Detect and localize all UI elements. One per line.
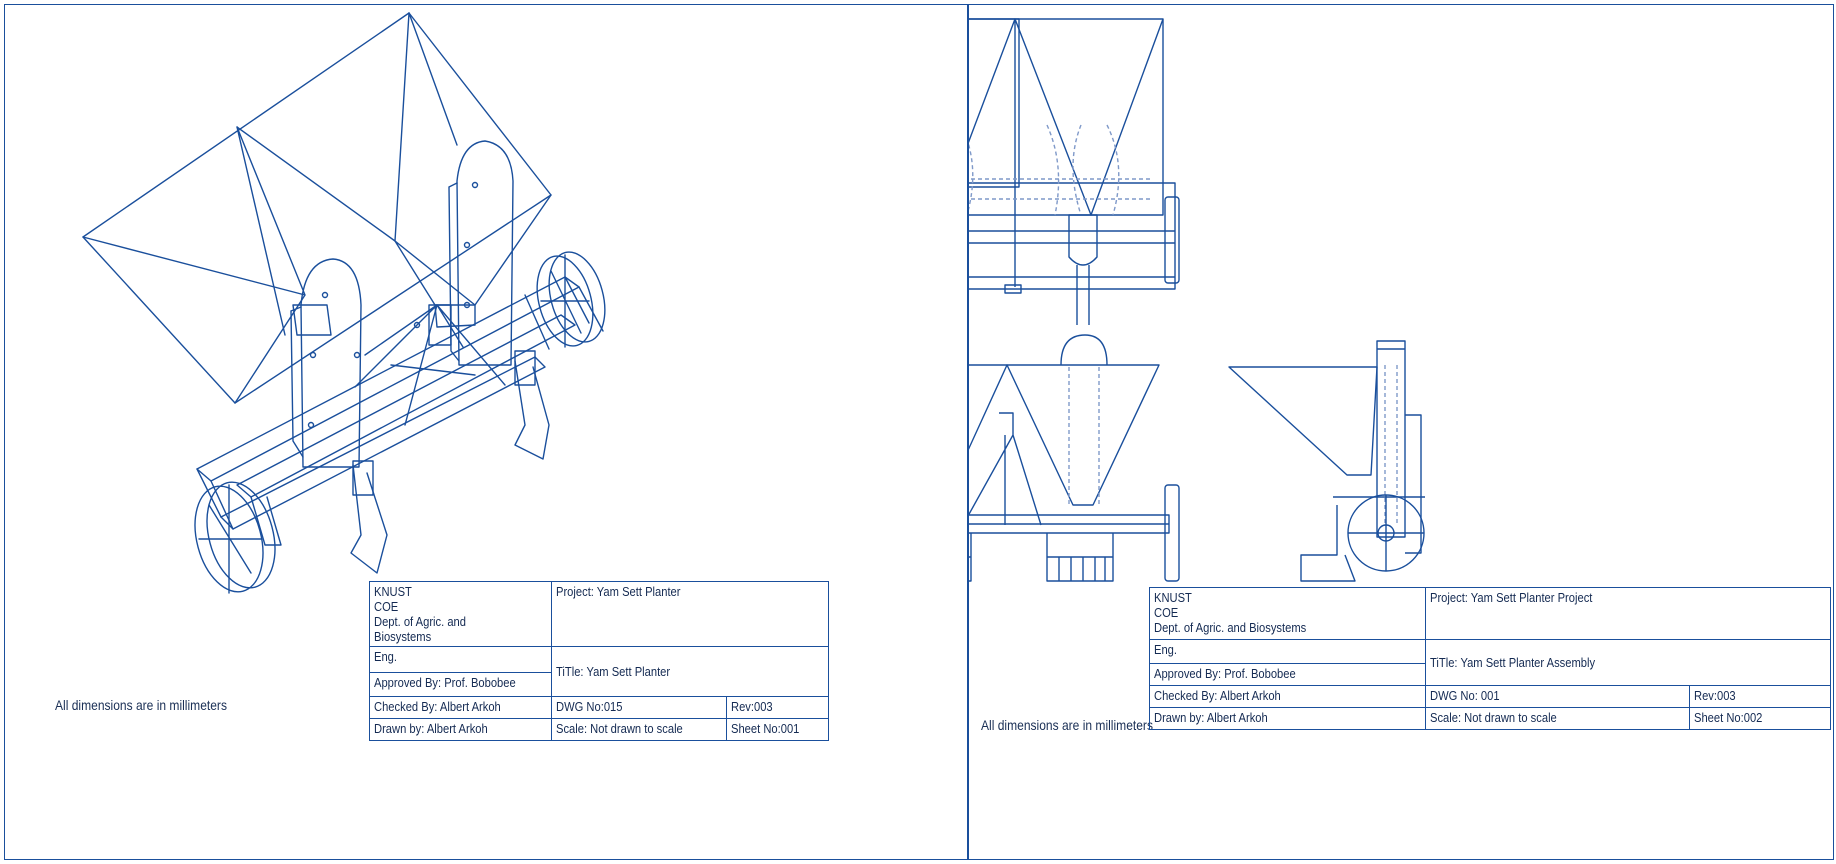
side-frame: [1333, 415, 1425, 553]
title-block-drawn: Drawn by: Albert Arkoh: [1148, 707, 1427, 730]
side-drum-cover: [1377, 341, 1405, 537]
furrow-opener-left: [351, 465, 387, 573]
front-hitch: [969, 413, 1041, 525]
title-block-project: Project: Yam Sett Planter Project: [1425, 587, 1831, 640]
title-block-dwg: DWG No:015: [550, 696, 728, 719]
org-line: KNUST: [1154, 590, 1192, 605]
front-hopper-left: [969, 365, 1007, 505]
top-view: [969, 19, 1019, 187]
drum-cover-right: [457, 141, 513, 365]
title-block-organization: KNUST COE Dept. of Agric. and Biosystems: [1148, 587, 1427, 640]
top-hidden-drums: [969, 125, 1151, 215]
title-block-approved: Approved By: Prof. Bobobee: [369, 672, 552, 697]
org-line: KNUST: [374, 584, 412, 599]
frame-lower-beam: [221, 357, 545, 529]
side-view: [1229, 341, 1425, 581]
top-metering-right: [1069, 215, 1097, 325]
coupling-right: [515, 351, 535, 385]
frame-rear-beam: [237, 315, 575, 497]
title-block-title: TiTle: Yam Sett Planter: [550, 646, 830, 697]
title-block-drawn: Drawn by: Albert Arkoh: [369, 718, 552, 741]
side-opener: [1301, 505, 1355, 581]
orthographic-views-drawing: [969, 5, 1833, 860]
title-block-organization: KNUST COE Dept. of Agric. and Biosystems: [369, 581, 552, 647]
drawing-sheet-orthographic: All dimensions are in millimeters KNUST …: [968, 4, 1834, 860]
title-block-title: TiTle: Yam Sett Planter Assembly: [1425, 639, 1831, 686]
hopper-outlet-right: [435, 305, 475, 327]
org-line: COE: [374, 599, 399, 614]
title-block-scale: Scale: Not drawn to scale: [1425, 707, 1691, 730]
front-openers-right: [1047, 533, 1113, 581]
org-line: Dept. of Agric. and Biosystems: [374, 614, 466, 644]
drum-cover-left: [301, 259, 361, 467]
front-openers-left: [969, 533, 971, 581]
top-wheel-right: [1165, 197, 1179, 283]
coupling-left: [353, 461, 373, 495]
hopper-outline-left: [969, 19, 1019, 187]
furrow-opener-right: [515, 361, 549, 459]
title-block-approved: Approved By: Prof. Bobobee: [1148, 663, 1427, 686]
title-block-rev: Rev:003: [726, 696, 829, 719]
wheel-left: [184, 479, 274, 600]
hopper-rim: [83, 13, 551, 403]
front-hidden-drums: [969, 367, 1099, 505]
dimension-note: All dimensions are in millimeters: [981, 717, 1153, 733]
title-block-project: Project: Yam Sett Planter: [550, 581, 830, 647]
side-hopper: [1229, 367, 1377, 475]
title-block-checked: Checked By: Albert Arkoh: [369, 696, 552, 719]
org-line: COE: [1154, 605, 1179, 620]
wheel-right: [528, 250, 602, 352]
wheel-left-rim: [196, 475, 286, 596]
title-block-org-dept: Eng.: [1148, 639, 1427, 664]
drawing-sheet-isometric: All dimensions are in millimeters KNUST …: [4, 4, 968, 860]
title-block-sheet-no: Sheet No:001: [726, 718, 829, 741]
title-block-dwg: DWG No: 001: [1425, 685, 1691, 708]
top-hopper-box: [969, 19, 1163, 215]
front-drum-cap-right: [1061, 335, 1107, 365]
front-wheel-right: [1165, 485, 1179, 581]
top-frame-rails: [969, 231, 1175, 277]
bolts: [309, 183, 478, 428]
hitch-plate: [429, 305, 451, 345]
front-hopper-right: [1007, 365, 1159, 505]
dimension-note: All dimensions are in millimeters: [55, 697, 227, 713]
title-block-checked: Checked By: Albert Arkoh: [1148, 685, 1427, 708]
title-block: KNUST COE Dept. of Agric. and Biosystems…: [369, 581, 830, 741]
top-view-geometry: [969, 19, 1179, 325]
top-frame: [969, 183, 1175, 289]
org-line: Dept. of Agric. and Biosystems: [1154, 620, 1307, 635]
wheel-right-spokes: [541, 255, 589, 347]
hopper-divider: [237, 13, 409, 241]
drum-cover-right-inner: [449, 183, 459, 361]
wheel-right-rim: [540, 246, 614, 348]
top-hitch-pin: [1005, 285, 1021, 293]
title-block-sheet-no: Sheet No:002: [1689, 707, 1831, 730]
title-block: KNUST COE Dept. of Agric. and Biosystems…: [1148, 587, 1831, 730]
side-hidden: [1385, 365, 1397, 525]
isometric-view-drawing: [5, 5, 967, 860]
frame-side-members: [197, 277, 603, 545]
front-view: [969, 335, 1179, 581]
side-wheel-spokes: [1348, 495, 1424, 571]
title-block-org-dept: Eng.: [369, 646, 552, 673]
hopper-outlet-left: [293, 305, 331, 335]
title-block-scale: Scale: Not drawn to scale: [550, 718, 728, 741]
title-block-rev: Rev:003: [1689, 685, 1831, 708]
top-hopper-slopes: [969, 19, 1163, 215]
wheel-left-spokes: [199, 485, 261, 593]
hopper-faces: [83, 13, 551, 403]
